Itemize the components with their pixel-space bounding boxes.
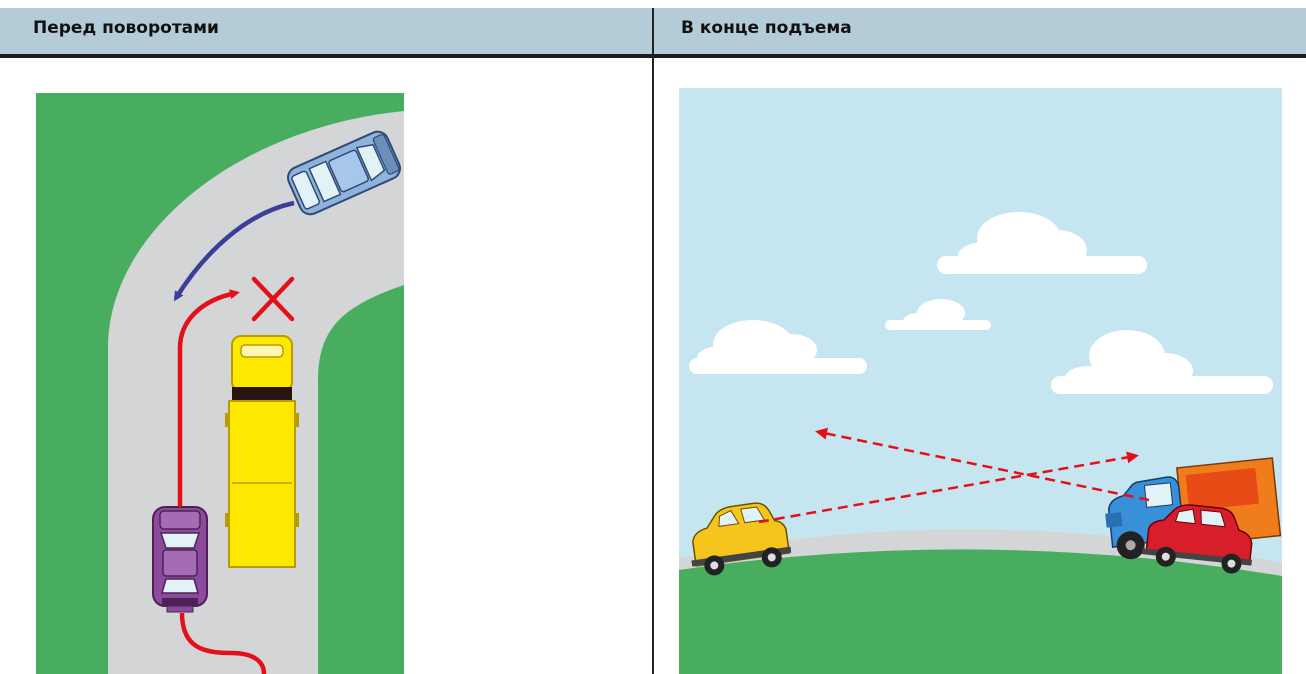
- yellow-bus: [225, 336, 299, 567]
- purple-car: [153, 507, 207, 612]
- column-divider: [652, 8, 654, 674]
- grass-hill: [679, 549, 1282, 674]
- end-of-climb-illustration: [679, 88, 1282, 674]
- before-turns-illustration: [36, 93, 404, 674]
- right-column-title: В конце подъема: [681, 18, 852, 38]
- left-column-title: Перед поворотами: [33, 18, 219, 38]
